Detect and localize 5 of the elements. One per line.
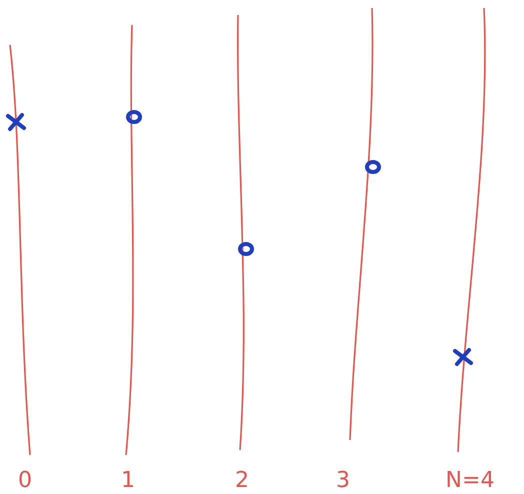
line-number: N=4 [446, 468, 494, 494]
line-number: 3 [336, 468, 350, 494]
line-number: 0 [18, 468, 32, 494]
line-number: 1 [121, 468, 135, 494]
line-number: 2 [235, 468, 249, 494]
